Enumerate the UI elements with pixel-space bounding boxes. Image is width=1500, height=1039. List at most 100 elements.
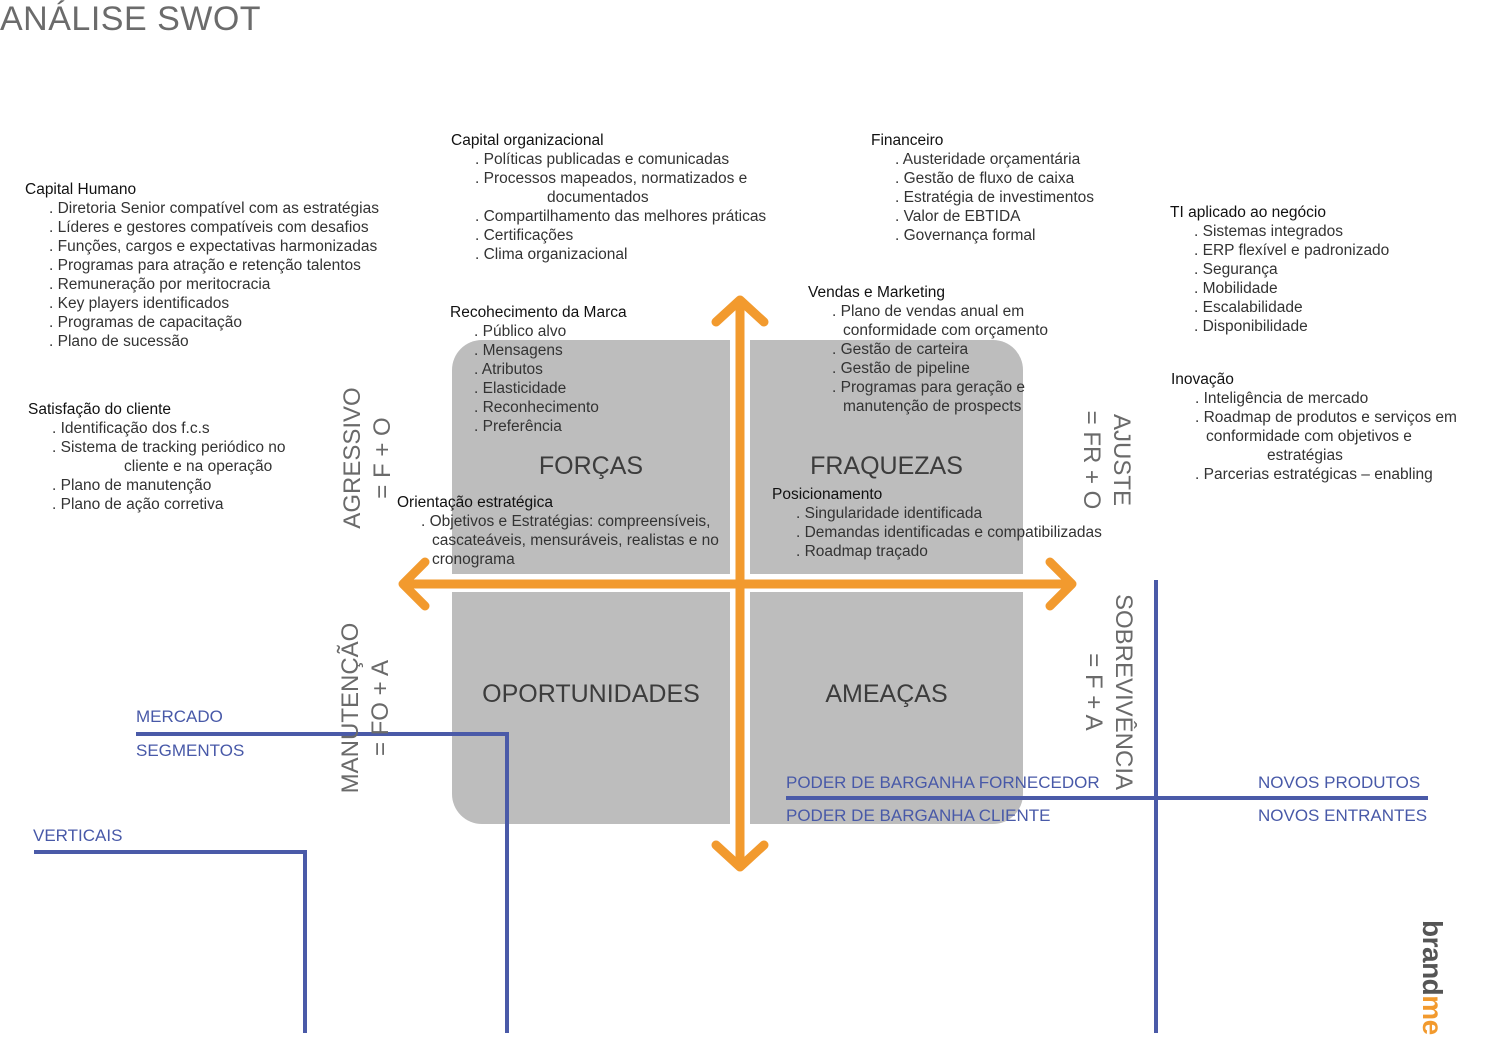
label-novos-produtos: NOVOS PRODUTOS (1258, 773, 1421, 792)
list-item: . Escalabilidade (1194, 299, 1303, 316)
arrow-head-down (711, 840, 769, 872)
list-item: . Processos mapeados, normatizados e (475, 170, 748, 187)
list-item: . Sistema de tracking periódico no (52, 439, 286, 456)
strategy-sobrevivencia-formula: = F + A (1080, 653, 1107, 731)
block-heading: Orientação estratégica (397, 494, 553, 511)
list-item: . Elasticidade (474, 380, 567, 397)
list-item: . Gestão de carteira (832, 341, 969, 358)
brand-logo: brandme (1416, 920, 1448, 1035)
strategy-manutencao: MANUTENÇÃO = FO + A (336, 608, 396, 808)
block-capital-organizacional: Capital organizacional . Políticas publi… (451, 131, 766, 264)
list-item: . Remuneração por meritocracia (49, 276, 271, 293)
label-barganha-cliente: PODER DE BARGANHA CLIENTE (786, 806, 1051, 825)
brand-logo-part2: me (1417, 995, 1448, 1035)
label-verticais: VERTICAIS (33, 826, 123, 845)
list-item: . Plano de ação corretiva (52, 496, 224, 513)
list-item: . Programas de capacitação (49, 314, 242, 331)
list-item: cronograma (432, 551, 515, 568)
block-marca: Recohecimento da Marca . Público alvo . … (450, 303, 627, 436)
mercado-line (136, 732, 509, 1033)
list-item: . Austeridade orçamentária (895, 151, 1081, 168)
block-capital-humano: Capital Humano . Diretoria Senior compat… (25, 180, 379, 351)
strategy-manutencao-name: MANUTENÇÃO (337, 622, 364, 794)
quadrant-label-ameacas: AMEAÇAS (825, 680, 948, 708)
list-item: . Governança formal (895, 227, 1036, 244)
quadrant-label-fraquezas: FRAQUEZAS (810, 452, 963, 480)
list-item: . Mobilidade (1194, 280, 1278, 297)
block-heading: Vendas e Marketing (808, 284, 946, 301)
label-novos-entrantes: NOVOS ENTRANTES (1258, 806, 1428, 825)
list-item: cascateáveis, mensuráveis, realistas e n… (432, 532, 719, 549)
list-item: . Diretoria Senior compatível com as est… (49, 200, 379, 217)
list-item: . Plano de manutenção (52, 477, 212, 494)
list-item: . Políticas publicadas e comunicadas (475, 151, 730, 168)
list-item: conformidade com orçamento (843, 322, 1049, 339)
list-item: . Programas para geração e (832, 379, 1025, 396)
list-item: . Funções, cargos e expectativas harmoni… (49, 238, 378, 255)
list-item: . Disponibilidade (1194, 318, 1308, 335)
list-item: . Demandas identificadas e compatibiliza… (796, 524, 1102, 541)
arrow-head-up (711, 295, 769, 327)
block-heading: Recohecimento da Marca (450, 304, 627, 321)
list-item: . ERP flexível e padronizado (1194, 242, 1390, 259)
strategy-sobrevivencia: SOBREVIVÊNCIA = F + A (1078, 582, 1138, 802)
block-inovacao: Inovação . Inteligência de mercado . Roa… (1171, 370, 1457, 484)
quadrant-forcas (452, 340, 730, 574)
list-item: . Mensagens (474, 342, 563, 359)
brand-logo-part1: brand (1417, 920, 1448, 996)
quadrant-ameacas (750, 592, 1023, 824)
label-segmentos: SEGMENTOS (136, 741, 245, 760)
list-item: manutenção de prospects (843, 398, 1022, 415)
block-vendas: Vendas e Marketing . Plano de vendas anu… (808, 283, 1048, 416)
arrow-head-left (398, 557, 430, 611)
quadrant-fraquezas (750, 340, 1023, 574)
strategy-agressivo: AGRESSIVO = F + O (338, 368, 398, 548)
list-item: . Sistemas integrados (1194, 223, 1344, 240)
list-item: . Roadmap de produtos e serviços em (1195, 409, 1457, 426)
list-item: . Certificações (475, 227, 574, 244)
list-item: . Singularidade identificada (796, 505, 983, 522)
list-item: documentados (547, 189, 649, 206)
list-item: . Inteligência de mercado (1195, 390, 1369, 407)
strategy-agressivo-formula: = F + O (369, 417, 396, 499)
block-heading: Satisfação do cliente (28, 401, 172, 418)
strategy-agressivo-name: AGRESSIVO (339, 387, 366, 529)
quadrant-oportunidades (452, 592, 730, 824)
block-heading: Posicionamento (772, 486, 883, 503)
list-item: . Valor de EBTIDA (895, 208, 1021, 225)
list-item: cliente e na operação (124, 458, 273, 475)
strategy-sobrevivencia-name: SOBREVIVÊNCIA (1110, 593, 1137, 791)
list-item: . Key players identificados (49, 295, 230, 312)
list-item: . Estratégia de investimentos (895, 189, 1095, 206)
label-barganha-fornecedor: PODER DE BARGANHA FORNECEDOR (786, 773, 1100, 792)
strategy-manutencao-formula: = FO + A (367, 659, 394, 757)
block-heading: Capital Humano (25, 181, 137, 198)
block-orientacao: Orientação estratégica . Objetivos e Est… (397, 493, 719, 569)
list-item: estratégias (1267, 447, 1343, 464)
list-item: . Programas para atração e retenção tale… (49, 257, 361, 274)
list-item: . Segurança (1194, 261, 1278, 278)
block-satisfacao-cliente: Satisfação do cliente . Identificação do… (28, 400, 285, 514)
block-heading: TI aplicado ao negócio (1170, 204, 1326, 221)
list-item: . Compartilhamento das melhores práticas (475, 208, 767, 225)
block-heading: Financeiro (871, 132, 944, 149)
list-item: . Plano de sucessão (49, 333, 189, 350)
block-heading: Capital organizacional (451, 132, 604, 149)
label-mercado: MERCADO (136, 707, 223, 726)
block-posicionamento: Posicionamento . Singularidade identific… (772, 485, 1102, 561)
list-item: . Gestão de fluxo de caixa (895, 170, 1075, 187)
list-item: conformidade com objetivos e (1206, 428, 1412, 445)
list-item: . Roadmap traçado (796, 543, 928, 560)
strategy-ajuste-name: AJUSTE (1108, 413, 1135, 506)
quadrant-label-oportunidades: OPORTUNIDADES (482, 680, 700, 708)
block-heading: Inovação (1171, 371, 1234, 388)
list-item: . Público alvo (474, 323, 567, 340)
list-item: . Clima organizacional (475, 246, 628, 263)
block-financeiro: Financeiro . Austeridade orçamentária . … (871, 131, 1094, 245)
page-title: ANÁLISE SWOT (0, 0, 262, 38)
list-item: . Identificação dos f.c.s (52, 420, 210, 437)
list-item: . Plano de vendas anual em (832, 303, 1025, 320)
arrow-head-right (1045, 557, 1077, 611)
list-item: . Parcerias estratégicas – enabling (1195, 466, 1433, 483)
